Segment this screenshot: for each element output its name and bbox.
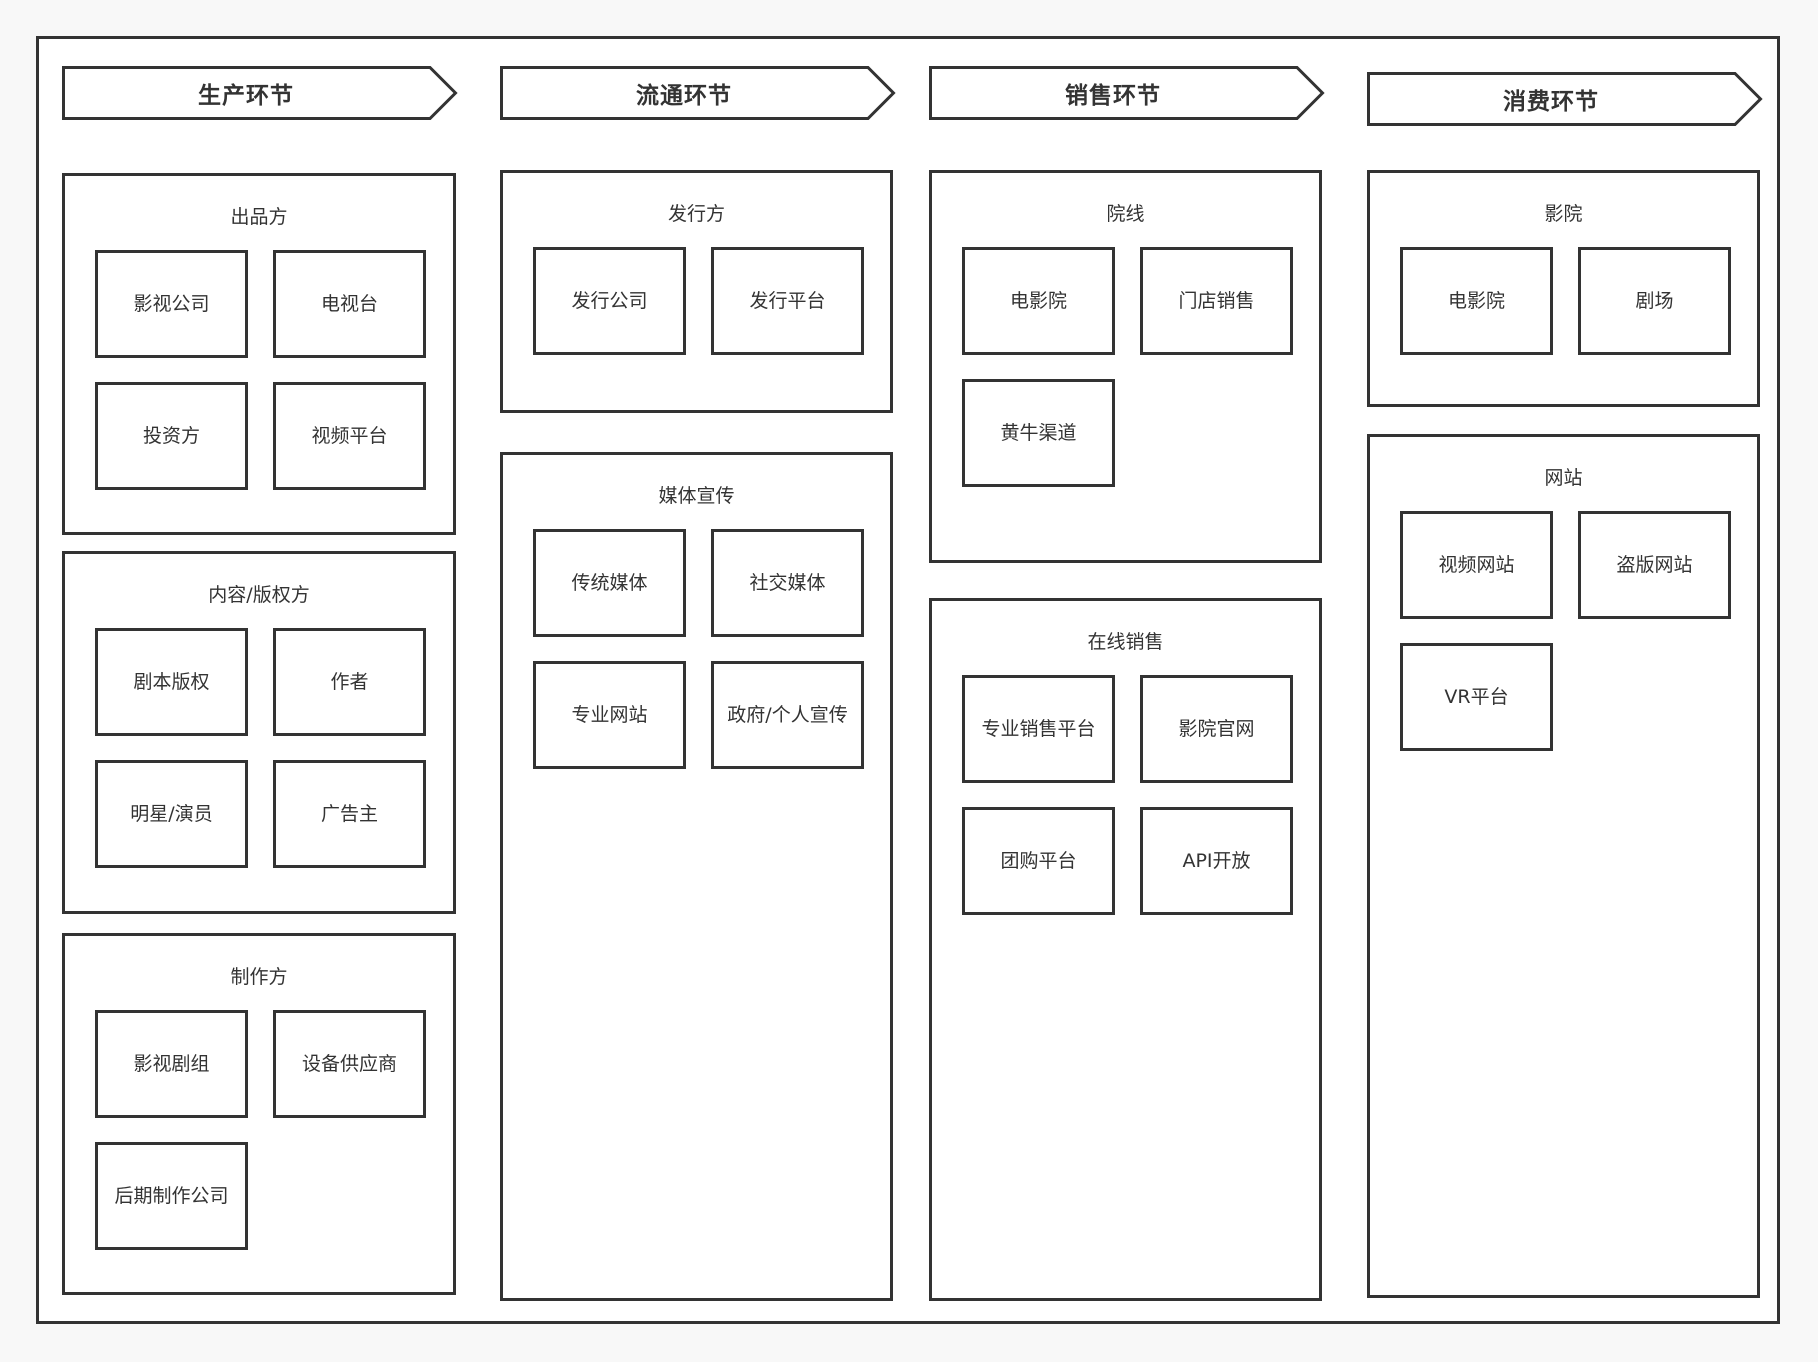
entity-box: 广告主: [273, 760, 426, 868]
entity-box: API开放: [1140, 807, 1293, 915]
stage-header-shape: [500, 66, 896, 120]
group-title: 制作方: [230, 966, 288, 988]
entity-box: 专业销售平台: [962, 675, 1115, 783]
entity-box: 发行公司: [533, 247, 686, 355]
entity-box: 社交媒体: [711, 529, 864, 637]
entity-box: 电视台: [273, 250, 426, 358]
entity-box: 团购平台: [962, 807, 1115, 915]
stage-title: 流通环节: [636, 83, 732, 109]
entity-box: 门店销售: [1140, 247, 1293, 355]
stage-title: 消费环节: [1503, 89, 1599, 115]
entity-box: 作者: [273, 628, 426, 736]
entity-box: 剧本版权: [95, 628, 248, 736]
entity-box: 电影院: [1400, 247, 1553, 355]
stage-title: 生产环节: [198, 83, 294, 109]
entity-box: 视频平台: [273, 382, 426, 490]
entity-box: 政府/个人宣传: [711, 661, 864, 769]
group-title: 媒体宣传: [658, 485, 735, 507]
group-title: 影院: [1544, 203, 1583, 225]
group-panel: 影院电影院剧场: [1367, 170, 1760, 407]
group-title: 发行方: [667, 203, 725, 225]
group-title: 院线: [1106, 203, 1145, 225]
entity-box: 影视剧组: [95, 1010, 248, 1118]
entity-box: 传统媒体: [533, 529, 686, 637]
entity-box: 发行平台: [711, 247, 864, 355]
stage-header-arrow: [500, 66, 896, 120]
entity-box: 黄牛渠道: [962, 379, 1115, 487]
group-panel: 媒体宣传传统媒体社交媒体专业网站政府/个人宣传: [500, 452, 893, 1301]
entity-box: 电影院: [962, 247, 1115, 355]
stage-title: 销售环节: [1065, 83, 1161, 109]
group-title: 出品方: [230, 206, 288, 228]
stage-header-arrow: [1367, 72, 1763, 126]
entity-box: 影院官网: [1140, 675, 1293, 783]
stage-header-shape: [929, 66, 1325, 120]
stage-header: 销售环节: [929, 66, 1325, 120]
stage-header-arrow: [929, 66, 1325, 120]
group-panel: 内容/版权方剧本版权作者明星/演员广告主: [62, 551, 456, 914]
entity-box: 盗版网站: [1578, 511, 1731, 619]
group-panel: 院线电影院门店销售黄牛渠道: [929, 170, 1322, 563]
stage-header: 消费环节: [1367, 72, 1763, 126]
group-panel: 发行方发行公司发行平台: [500, 170, 893, 413]
group-panel: 出品方影视公司电视台投资方视频平台: [62, 173, 456, 535]
entity-box: 后期制作公司: [95, 1142, 248, 1250]
stage-header-arrow: [62, 66, 458, 120]
stage-header-shape: [62, 66, 458, 120]
entity-box: 投资方: [95, 382, 248, 490]
entity-box: 专业网站: [533, 661, 686, 769]
entity-box: 设备供应商: [273, 1010, 426, 1118]
entity-box: 影视公司: [95, 250, 248, 358]
stage-header-shape: [1367, 72, 1763, 126]
stage-header: 生产环节: [62, 66, 458, 120]
group-title: 在线销售: [1087, 631, 1164, 653]
entity-box: VR平台: [1400, 643, 1553, 751]
entity-box: 剧场: [1578, 247, 1731, 355]
entity-box: 视频网站: [1400, 511, 1553, 619]
group-panel: 制作方影视剧组设备供应商后期制作公司: [62, 933, 456, 1295]
entity-box: 明星/演员: [95, 760, 248, 868]
stage-header: 流通环节: [500, 66, 896, 120]
group-title: 内容/版权方: [208, 584, 310, 606]
group-title: 网站: [1544, 467, 1583, 489]
